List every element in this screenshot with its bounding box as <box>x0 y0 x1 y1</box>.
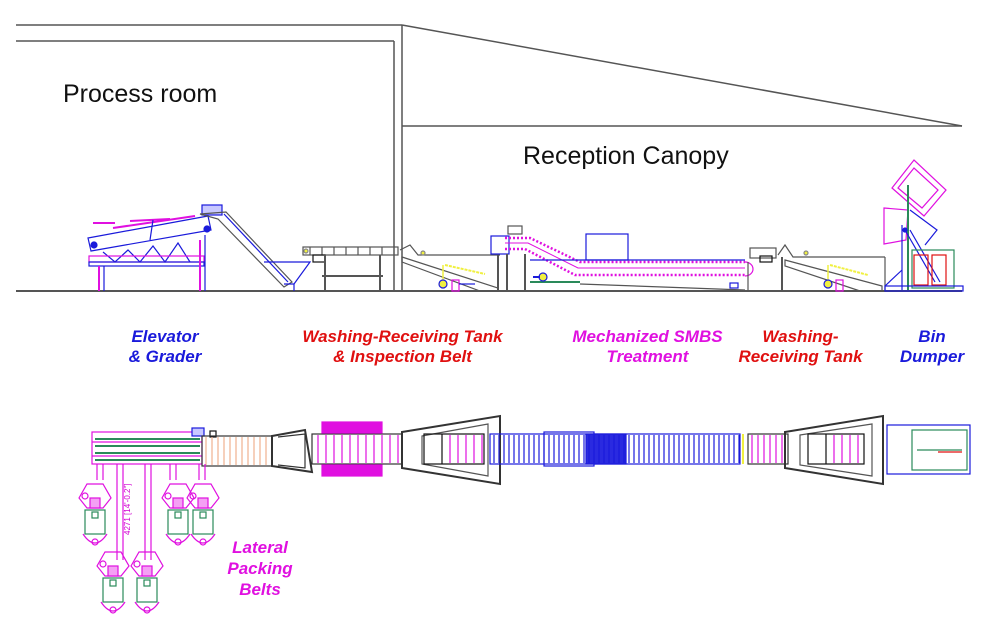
washing-tank-2-plan <box>784 414 884 486</box>
packing-wheel <box>109 606 117 614</box>
label-line: Belts <box>239 580 281 599</box>
packing-gear <box>107 565 119 577</box>
label-lateral-packing-belts: Lateral Packing Belts <box>220 537 300 600</box>
packing-gear <box>141 565 153 577</box>
packing-wheel <box>164 492 172 500</box>
label-line: Lateral <box>232 538 288 557</box>
dimension-text: 4271 [14'-0.2"] <box>123 483 132 535</box>
packing-wheel <box>133 560 141 568</box>
label-line: & Inspection Belt <box>333 347 472 366</box>
label-line: Washing- <box>762 327 839 346</box>
label-line: & Grader <box>128 347 202 366</box>
packing-wheel <box>199 538 207 546</box>
smbs-treatment-elevation <box>490 225 754 291</box>
building-outline <box>16 24 963 292</box>
packing-head <box>161 483 195 509</box>
washing-tank-1-elevation <box>399 244 500 292</box>
label-line: Elevator <box>131 327 199 346</box>
packing-bag-holder <box>82 533 108 544</box>
smbs-treatment-zone <box>585 433 627 465</box>
lateral-packing-belts-plan <box>78 464 220 614</box>
label-line: Mechanized SMBS <box>572 327 723 346</box>
label-line: Packing <box>227 559 293 578</box>
label-washing-receiving-tank: Washing- Receiving Tank <box>733 327 868 367</box>
packing-scale <box>192 509 214 535</box>
packing-bag-holder <box>190 533 216 544</box>
label-mechanized-smbs-treatment: Mechanized SMBS Treatment <box>560 327 735 367</box>
packing-head <box>130 551 164 577</box>
bin-dumper-plan <box>886 424 971 475</box>
packing-scale <box>167 509 189 535</box>
label-line: Treatment <box>606 347 689 366</box>
plan-view <box>91 414 971 486</box>
canopy-roof-slope <box>401 24 963 127</box>
packing-sensor <box>143 579 151 587</box>
packing-wheel <box>81 492 89 500</box>
packing-scale <box>102 577 124 603</box>
packing-wheel <box>91 538 99 546</box>
washing-tank-2-elevation <box>749 243 886 292</box>
washing-tank-1-plan <box>401 414 501 486</box>
packing-bag-holder <box>165 533 191 544</box>
packing-bag-holder <box>134 601 160 612</box>
process-room-label: Process room <box>63 80 218 108</box>
packing-bag-holder <box>100 601 126 612</box>
packing-head <box>186 483 220 509</box>
packing-sensor <box>174 511 182 519</box>
packing-wheel <box>174 538 182 546</box>
reception-canopy-label: Reception Canopy <box>523 142 729 170</box>
packing-wheel <box>189 492 197 500</box>
elevator-grader-elevation <box>87 204 312 291</box>
label-bin-dumper: Bin Dumper <box>892 327 972 367</box>
packing-sensor <box>109 579 117 587</box>
label-line: Dumper <box>899 347 965 366</box>
packing-scale <box>84 509 106 535</box>
bin-dumper-elevation <box>883 159 964 292</box>
label-washing-receiving-tank-inspection-belt: Washing-Receiving Tank & Inspection Belt <box>280 327 525 367</box>
packing-sensor <box>91 511 99 519</box>
label-line: Bin <box>918 327 946 346</box>
packing-head <box>96 551 130 577</box>
label-elevator-grader: Elevator & Grader <box>110 327 220 367</box>
label-line: Receiving Tank <box>738 347 863 366</box>
packing-gear <box>89 497 101 509</box>
inspection-belt-elevation <box>302 246 399 291</box>
packing-head <box>78 483 112 509</box>
label-line: Washing-Receiving Tank <box>302 327 503 346</box>
packing-gear <box>197 497 209 509</box>
packing-wheel <box>99 560 107 568</box>
packing-scale <box>136 577 158 603</box>
packing-gear <box>172 497 184 509</box>
packing-wheel <box>143 606 151 614</box>
packing-sensor <box>199 511 207 519</box>
